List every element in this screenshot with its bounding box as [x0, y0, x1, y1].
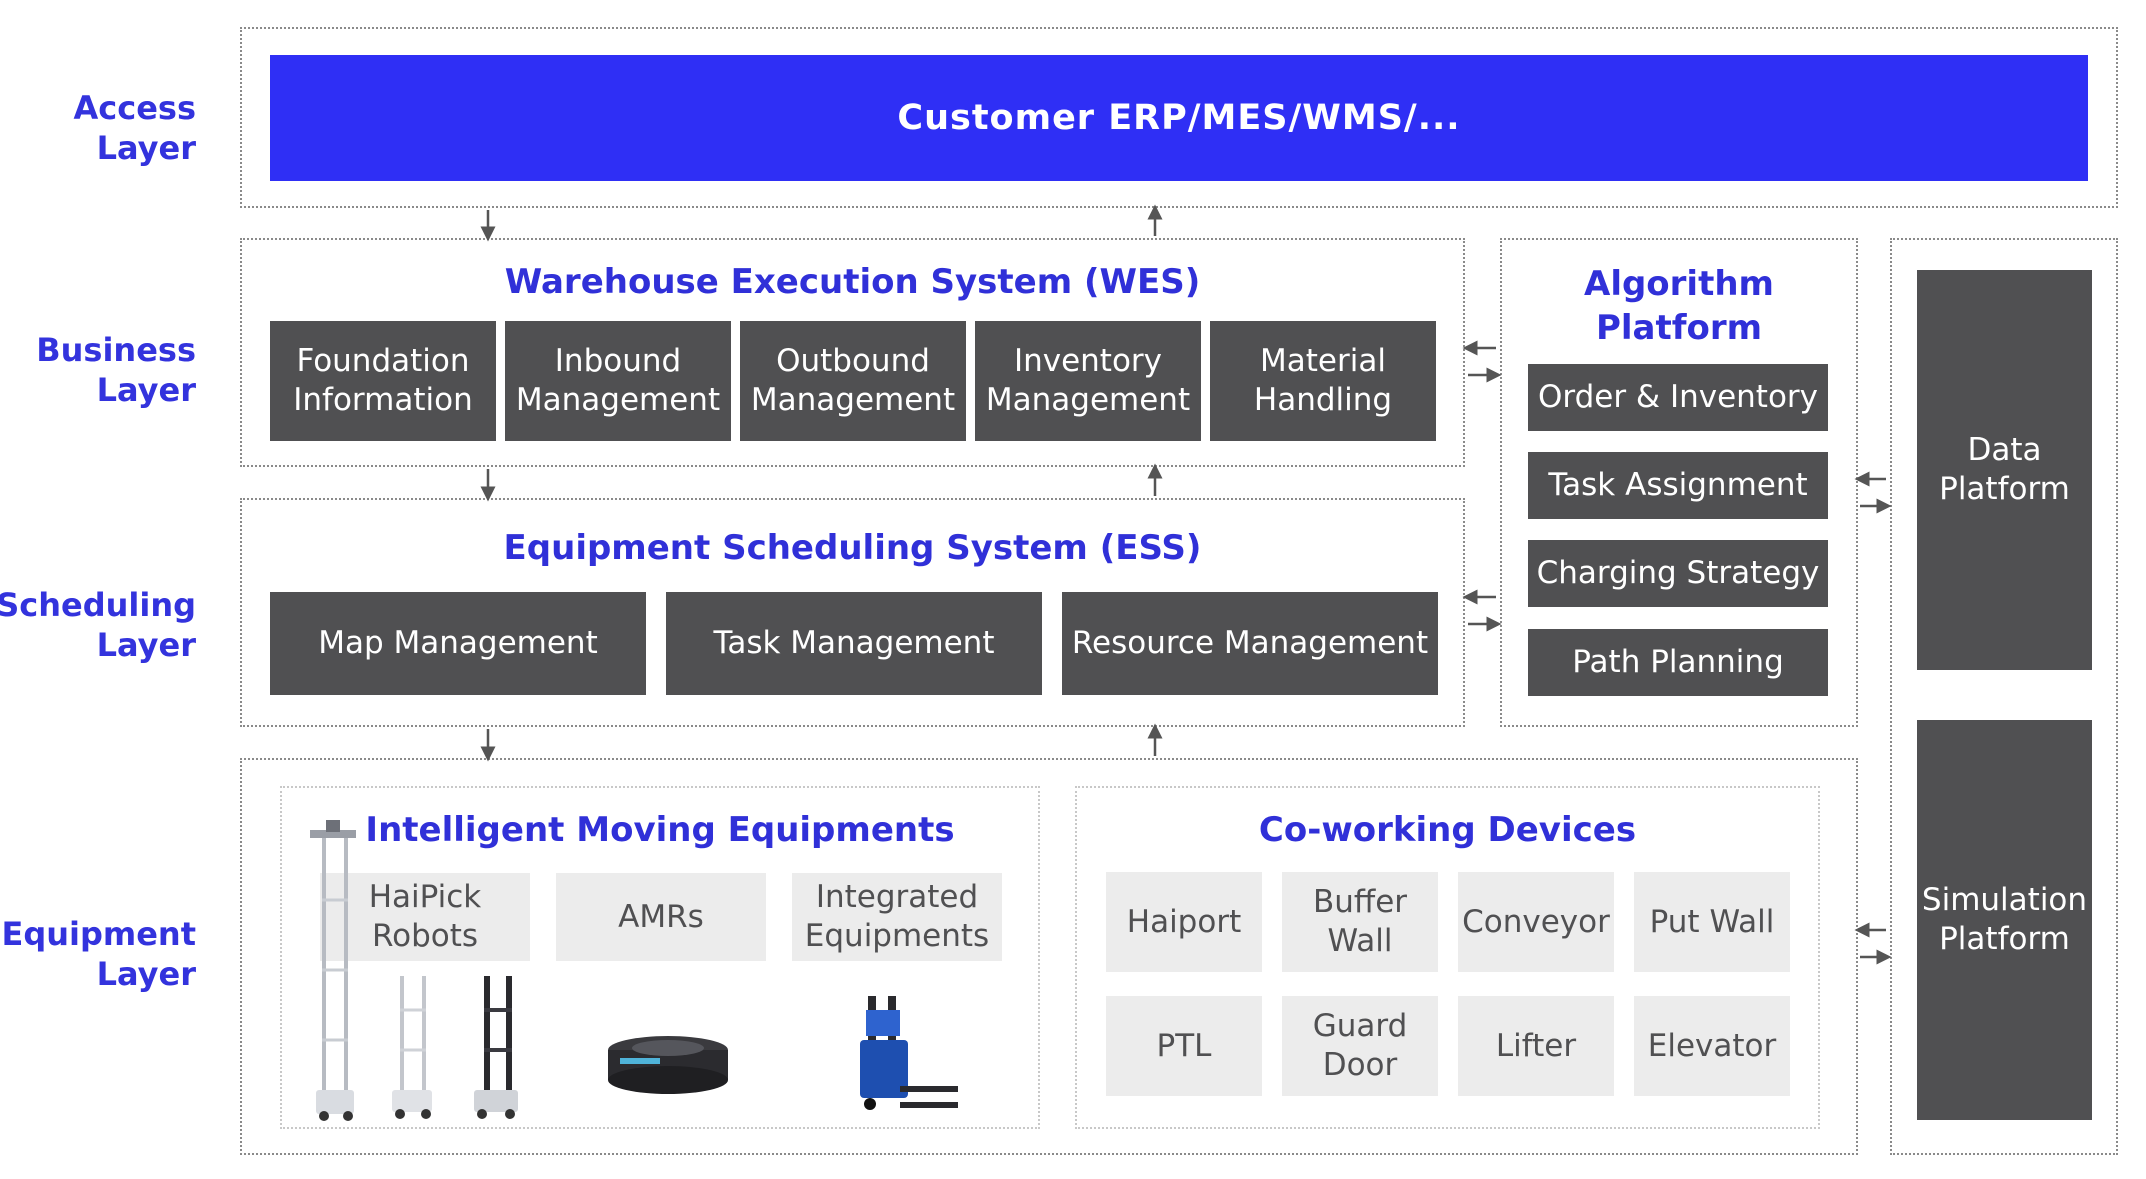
- equipment-integrated[interactable]: Integrated Equipments: [792, 873, 1002, 961]
- equipment-amrs[interactable]: AMRs: [556, 873, 766, 961]
- wes-module-outbound[interactable]: Outbound Management: [740, 321, 966, 441]
- device-put-wall[interactable]: Put Wall: [1634, 872, 1790, 972]
- equipment-haipick-robots[interactable]: HaiPick Robots: [320, 873, 530, 961]
- haipick-robot-white-icon: [392, 976, 432, 1119]
- algorithm-module-task-assignment[interactable]: Task Assignment: [1528, 452, 1828, 519]
- ess-module-map[interactable]: Map Management: [270, 592, 646, 695]
- algorithm-module-order-inventory[interactable]: Order & Inventory: [1528, 364, 1828, 431]
- device-conveyor[interactable]: Conveyor: [1458, 872, 1614, 972]
- device-guard-door[interactable]: Guard Door: [1282, 996, 1438, 1096]
- device-lifter[interactable]: Lifter: [1458, 996, 1614, 1096]
- algorithm-module-charging-strategy[interactable]: Charging Strategy: [1528, 540, 1828, 607]
- ess-module-task[interactable]: Task Management: [666, 592, 1042, 695]
- haipick-robot-black-icon: [474, 976, 518, 1119]
- wes-module-material-handling[interactable]: Material Handling: [1210, 321, 1436, 441]
- wes-module-inbound[interactable]: Inbound Management: [505, 321, 731, 441]
- device-ptl[interactable]: PTL: [1106, 996, 1262, 1096]
- coworking-devices-title: Co-working Devices: [1258, 810, 1637, 850]
- haipick-robot-tall-icon: [310, 820, 356, 1121]
- device-buffer-wall[interactable]: Buffer Wall: [1282, 872, 1438, 972]
- ess-title: Equipment Scheduling System (ESS): [503, 528, 1202, 568]
- amr-icon: [608, 1036, 728, 1094]
- layer-label-equipment: Equipment Layer: [1, 915, 196, 993]
- data-platform[interactable]: Data Platform: [1917, 270, 2092, 670]
- layer-label-scheduling: Scheduling Layer: [0, 586, 196, 664]
- wes-title: Warehouse Execution System (WES): [504, 262, 1201, 302]
- layer-label-access: Access Layer: [73, 89, 197, 167]
- wes-module-inventory[interactable]: Inventory Management: [975, 321, 1201, 441]
- customer-systems-bar[interactable]: Customer ERP/MES/WMS/...: [270, 55, 2088, 181]
- algorithm-platform-title: Algorithm Platform: [1584, 264, 1774, 348]
- algorithm-module-path-planning[interactable]: Path Planning: [1528, 629, 1828, 696]
- moving-equipments-title: Intelligent Moving Equipments: [365, 810, 955, 850]
- layer-label-business: Business Layer: [36, 331, 196, 409]
- integrated-equipment-icon: [860, 996, 958, 1110]
- wes-module-foundation[interactable]: Foundation Information: [270, 321, 496, 441]
- simulation-platform[interactable]: Simulation Platform: [1917, 720, 2092, 1120]
- ess-module-resource[interactable]: Resource Management: [1062, 592, 1438, 695]
- device-elevator[interactable]: Elevator: [1634, 996, 1790, 1096]
- device-haiport[interactable]: Haiport: [1106, 872, 1262, 972]
